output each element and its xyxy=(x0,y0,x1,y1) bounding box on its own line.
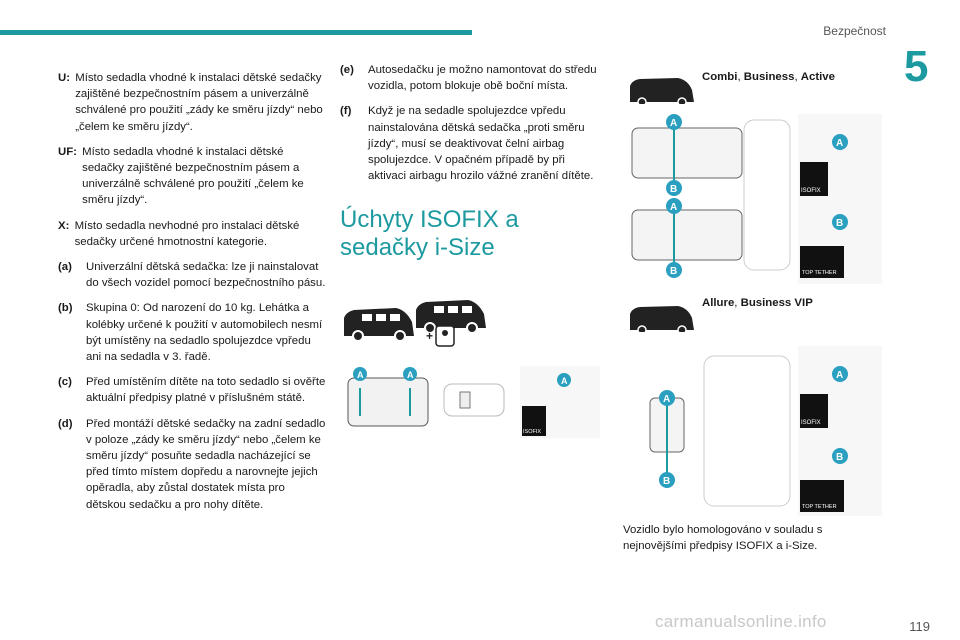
svg-text:B: B xyxy=(670,266,677,277)
van-icon xyxy=(344,308,414,342)
svg-text:ISOFIX: ISOFIX xyxy=(801,420,821,426)
svg-text:A: A xyxy=(670,118,677,129)
svg-text:A: A xyxy=(357,370,364,380)
svg-text:ISOFIX: ISOFIX xyxy=(801,188,821,194)
car-interior-topview xyxy=(443,383,505,417)
svg-text:B: B xyxy=(836,452,843,463)
legend-item-b: (b)Skupina 0: Od narození do 10 kg. Lehá… xyxy=(58,302,323,364)
seat-row-upper: A B xyxy=(631,114,743,196)
svg-text:A: A xyxy=(670,202,677,213)
isofix-badge: A ISOFIX B TOP TETHER xyxy=(798,114,882,284)
legend-item-c: (c)Před umístěním dítěte na toto sedadlo… xyxy=(58,376,326,405)
isofix-overview-figure: + A A A ISOFIX xyxy=(344,300,600,438)
svg-text:+: + xyxy=(426,329,433,343)
single-seat-diagram: A B xyxy=(649,390,685,488)
combi-seating-figure: A B A B A ISOFIX B TOP TETHER xyxy=(631,114,882,284)
seat-row-diagram: A A xyxy=(347,367,429,427)
svg-text:A: A xyxy=(836,138,843,149)
isofix-badge: A ISOFIX xyxy=(520,366,600,438)
isize-seat-icon: + xyxy=(426,325,455,347)
legend-column-left: U: Místo sedadla vhodné k instalaci děts… xyxy=(58,70,326,522)
variant-label-combi: Combi, Business, Active xyxy=(702,71,835,83)
seat-row-lower: A B xyxy=(631,198,743,278)
van-icon xyxy=(416,300,486,334)
variant-label-allure: Allure, Business VIP xyxy=(702,297,813,309)
car-interior-topview xyxy=(703,355,791,507)
svg-text:A: A xyxy=(561,376,568,386)
allure-seating-figure: A B A ISOFIX B TOP TETHER xyxy=(649,346,882,516)
chapter-number: 5 xyxy=(904,42,929,91)
header-accent-bar xyxy=(0,30,472,35)
section-title: Bezpečnost xyxy=(823,24,886,38)
watermark: carmanualsonline.info xyxy=(655,612,827,631)
svg-text:A: A xyxy=(407,370,414,380)
van-icon xyxy=(630,306,694,332)
svg-text:A: A xyxy=(836,370,843,381)
svg-text:TOP TETHER: TOP TETHER xyxy=(802,270,837,276)
isofix-badge: A ISOFIX B TOP TETHER xyxy=(798,346,882,516)
svg-text:TOP TETHER: TOP TETHER xyxy=(802,504,837,510)
legend-item-u: U: Místo sedadla vhodné k instalaci děts… xyxy=(58,72,323,133)
legend-column-middle: (e)Autosedačku je možno namontovat do st… xyxy=(340,62,602,262)
legend-item-a: (a)Univerzální dětská sedačka: lze ji na… xyxy=(58,261,326,290)
legend-item-f: (f)Když je na sedadle spolujezdce vpředu… xyxy=(340,105,594,183)
svg-text:B: B xyxy=(670,184,677,195)
page-number: 119 xyxy=(909,619,930,634)
homologation-note: Vozidlo bylo homologováno v souladu s ne… xyxy=(623,524,823,552)
car-interior-topview xyxy=(743,119,791,271)
svg-text:A: A xyxy=(663,394,670,405)
van-icon xyxy=(630,78,694,104)
legend-item-uf: UF: Místo sedadla vhodné k instalaci dět… xyxy=(58,145,304,207)
legend-item-e: (e)Autosedačku je možno namontovat do st… xyxy=(340,64,597,93)
svg-text:ISOFIX: ISOFIX xyxy=(523,429,541,435)
legend-item-x: X: Místo sedadla nevhodné pro instalaci … xyxy=(58,219,300,248)
svg-text:B: B xyxy=(663,476,670,487)
legend-item-d: (d)Před montáží dětské sedačky na zadní … xyxy=(58,417,326,511)
section-heading: Úchyty ISOFIX a sedačky i-Size xyxy=(340,206,519,262)
svg-text:B: B xyxy=(836,218,843,229)
